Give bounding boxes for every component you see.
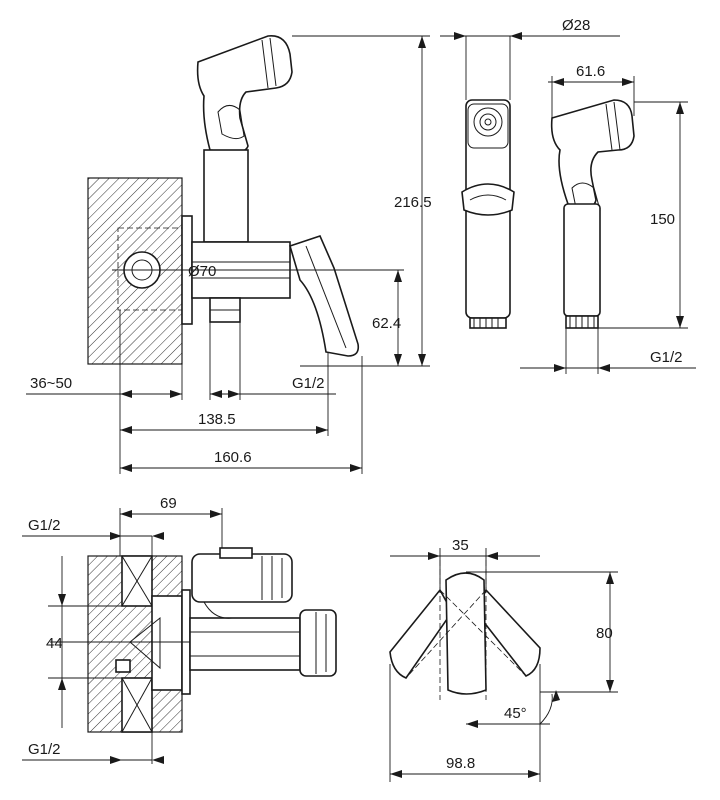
concealed-box — [117, 227, 183, 311]
lever-handle — [289, 235, 360, 357]
dim-45-deg: 45° — [504, 705, 527, 722]
hand-shower-side-view: 61.6 150 G1/2 — [520, 63, 696, 374]
dim-g12-shower: G1/2 — [650, 349, 683, 366]
dim-d28: Ø28 — [562, 17, 590, 34]
dim-150: 150 — [650, 211, 675, 228]
dim-160-6: 160.6 — [214, 449, 252, 466]
hand-shower-head — [196, 35, 293, 153]
dim-69: 69 — [160, 495, 177, 512]
dim-d70: Ø70 — [188, 263, 216, 280]
lever-arm-right — [475, 588, 541, 677]
side-shower-head — [550, 99, 635, 208]
lever-arm-left — [389, 588, 453, 679]
top-lever — [299, 609, 337, 677]
spray-face — [473, 107, 503, 137]
dim-138-5: 138.5 — [198, 411, 236, 428]
lever-front-view: 35 80 45° 98.8 — [389, 537, 618, 782]
dim-35: 35 — [452, 537, 469, 554]
side-shower-handle — [563, 203, 601, 317]
dim-g12-top: G1/2 — [28, 517, 61, 534]
lever-knob — [445, 572, 487, 695]
dim-62-4: 62.4 — [372, 315, 401, 332]
dim-61-6: 61.6 — [576, 63, 605, 80]
top-valve-body — [189, 617, 301, 671]
hand-shower-handle — [203, 149, 249, 243]
dim-44: 44 — [46, 635, 63, 652]
dim-g12-side: G1/2 — [292, 375, 325, 392]
dim-216-5: 216.5 — [394, 194, 432, 211]
dim-g12-bottom: G1/2 — [28, 741, 61, 758]
side-view: Ø70 62.4 216.5 36~50 G1/2 13 — [26, 35, 432, 474]
top-shower-head — [191, 553, 293, 603]
dim-98-8: 98.8 — [446, 755, 475, 772]
dim-36-50: 36~50 — [30, 375, 72, 392]
hand-shower-front-view: Ø28 — [440, 17, 620, 329]
dim-80: 80 — [596, 625, 613, 642]
top-view: 69 G1/2 44 G1/2 — [22, 495, 337, 764]
